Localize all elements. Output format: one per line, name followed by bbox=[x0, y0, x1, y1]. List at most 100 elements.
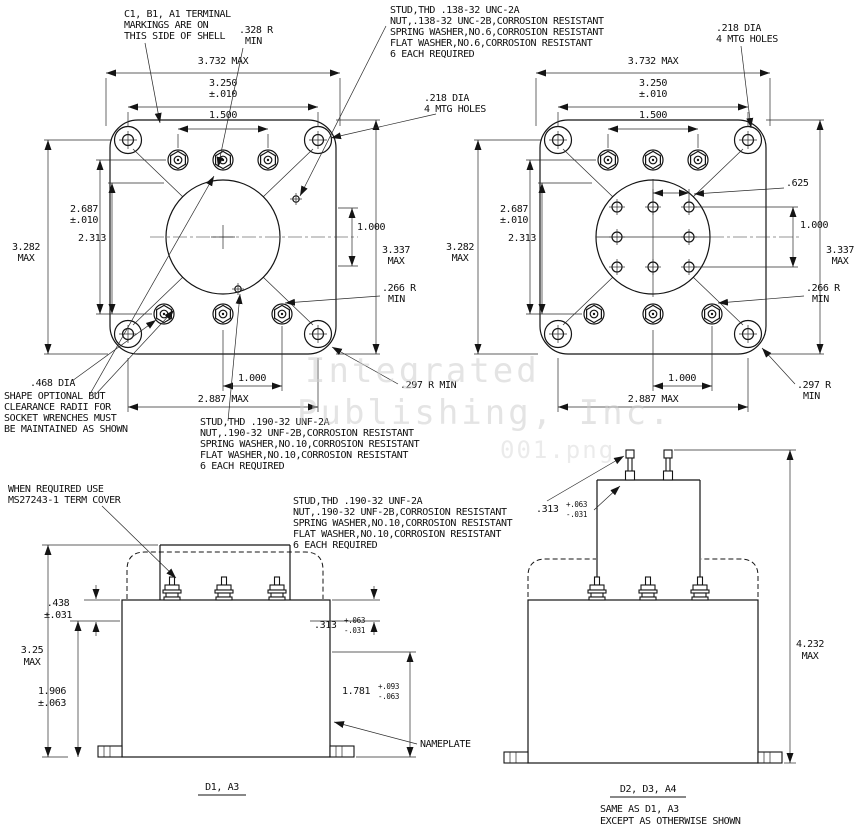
note-cover-line1: WHEN REQUIRED USE bbox=[8, 484, 104, 495]
dim-297r-left: .297 R MIN bbox=[400, 380, 457, 391]
note-stud190a-line5: 6 EACH REQUIRED bbox=[200, 461, 285, 472]
note-stud138-line1: STUD,THD .138-32 UNC-2A bbox=[390, 5, 520, 16]
dims-side-d1: .438 ±.031 3.25 MAX 1.906 ±.063 .313 +.0… bbox=[21, 544, 471, 796]
note-shape-line2: CLEARANCE RADII FOR bbox=[4, 402, 112, 413]
dim-438: .438 bbox=[47, 598, 70, 609]
note-stud138-line2: NUT,.138-32 UNC-2B,CORROSION RESISTANT bbox=[390, 16, 604, 27]
note-mtg-holes-left-line1: .218 DIA bbox=[424, 93, 469, 104]
dim-overall-width-right: 3.732 MAX bbox=[628, 56, 679, 67]
dim-bolt-width-right: 3.250 bbox=[639, 78, 667, 89]
note-stud190a-line1: STUD,THD .190-32 UNF-2A bbox=[200, 417, 330, 428]
note-same-as-line1: SAME AS D1, A3 bbox=[600, 804, 679, 815]
dim-1906-tol: ±.063 bbox=[38, 698, 66, 709]
dim-2887-right: 2.887 MAX bbox=[628, 394, 679, 405]
dim-438-tol: ±.031 bbox=[44, 610, 72, 621]
notes-top: C1, B1, A1 TERMINAL MARKINGS ARE ON THIS… bbox=[124, 5, 779, 197]
view-label-d2: D2, D3, A4 bbox=[620, 784, 677, 795]
note-stud190b-line5: 6 EACH REQUIRED bbox=[293, 540, 378, 551]
dim-313-d1: .313 bbox=[314, 620, 337, 631]
note-stud190a-line3: SPRING WASHER,NO.10,CORROSION RESISTANT bbox=[200, 439, 420, 450]
dim-2887-left: 2.887 MAX bbox=[198, 394, 249, 405]
dim-313-d2-plus: +.063 bbox=[566, 500, 587, 509]
side-view-d2 bbox=[503, 449, 783, 764]
note-stud190-left: STUD,THD .190-32 UNF-2A NUT,.190-32 UNF-… bbox=[200, 293, 420, 472]
dim-313-d1-minus: -.031 bbox=[344, 626, 365, 635]
dim-stud-height-left: 2.313 bbox=[78, 233, 106, 244]
dim-stud-width-right: 1.500 bbox=[639, 110, 667, 121]
dim-1906: 1.906 bbox=[38, 686, 66, 697]
dim-3282-right: 3.282 bbox=[446, 242, 474, 253]
dim-stud-width-left: 1.500 bbox=[209, 110, 237, 121]
note-mtg-holes-left-line2: 4 MTG HOLES bbox=[424, 104, 486, 115]
dim-468dia-left: .468 DIA bbox=[30, 378, 75, 389]
note-stud190b-line1: STUD,THD .190-32 UNF-2A bbox=[293, 496, 423, 507]
dim-266r-min-right: MIN bbox=[812, 294, 829, 305]
watermark-line1: Integrated bbox=[305, 351, 540, 391]
dim-4232-max: MAX bbox=[802, 651, 819, 662]
note-shape-optional: SHAPE OPTIONAL BUT CLEARANCE RADII FOR S… bbox=[4, 175, 215, 435]
dim-overall-width-left: 3.732 MAX bbox=[198, 56, 249, 67]
front-view-left bbox=[110, 120, 358, 354]
dim-3337-max-left: MAX bbox=[388, 256, 405, 267]
front-view-right bbox=[540, 120, 800, 354]
dims-front-left: 3.732 MAX 3.250 ±.010 1.500 2.687 ±.010 … bbox=[12, 56, 457, 412]
dim-3282-left: 3.282 bbox=[12, 242, 40, 253]
note-stud190b-line2: NUT,.190-32 UNF-2B,CORROSION RESISTANT bbox=[293, 507, 507, 518]
dim-1781-minus: -.063 bbox=[378, 692, 399, 701]
dim-bolt-height-right: 2.687 bbox=[500, 204, 528, 215]
note-term-cover: WHEN REQUIRED USE MS27243-1 TERM COVER bbox=[8, 484, 177, 579]
nameplate-callout: NAMEPLATE bbox=[420, 739, 471, 750]
view-label-d1: D1, A3 bbox=[205, 782, 239, 793]
watermark-line3: 001.png bbox=[500, 436, 615, 464]
dim-1000-bottom-left: 1.000 bbox=[238, 373, 266, 384]
dim-3337-max-right: MAX bbox=[832, 256, 849, 267]
note-stud138-line5: 6 EACH REQUIRED bbox=[390, 49, 475, 60]
dim-1781: 1.781 bbox=[342, 686, 370, 697]
dim-297r-right: .297 R bbox=[797, 380, 832, 391]
dim-3337-left: 3.337 bbox=[382, 245, 410, 256]
dim-bolt-width-tol-right: ±.010 bbox=[639, 89, 667, 100]
watermark: Integrated Publishing, Inc. 001.png bbox=[297, 351, 673, 464]
dim-bolt-width-tol-left: ±.010 bbox=[209, 89, 237, 100]
note-stud190b-line4: FLAT WASHER,NO.10,CORROSION RESISTANT bbox=[293, 529, 501, 540]
dim-313-d2-minus: -.031 bbox=[566, 510, 587, 519]
note-shape-line1: SHAPE OPTIONAL BUT bbox=[4, 391, 106, 402]
dim-266r-right: .266 R bbox=[806, 283, 841, 294]
note-terminal-markings-line3: THIS SIDE OF SHELL bbox=[124, 31, 226, 42]
note-328r-line1: .328 R bbox=[239, 25, 274, 36]
note-mtg-holes-right-line1: .218 DIA bbox=[716, 23, 761, 34]
note-mtg-holes-right-line2: 4 MTG HOLES bbox=[716, 34, 778, 45]
dim-313-d2: .313 bbox=[536, 504, 559, 515]
dim-1000-vert-right: 1.000 bbox=[800, 220, 828, 231]
note-terminal-markings-line1: C1, B1, A1 TERMINAL bbox=[124, 9, 231, 20]
note-stud190a-line2: NUT,.190-32 UNF-2B,CORROSION RESISTANT bbox=[200, 428, 414, 439]
note-stud190-right: STUD,THD .190-32 UNF-2A NUT,.190-32 UNF-… bbox=[293, 455, 625, 551]
dim-bolt-height-tol-left: ±.010 bbox=[70, 215, 98, 226]
dim-266r-min-left: MIN bbox=[388, 294, 405, 305]
note-stud138-line3: SPRING WASHER,NO.6,CORROSION RESISTANT bbox=[390, 27, 604, 38]
dim-3337-right: 3.337 bbox=[826, 245, 854, 256]
dim-bolt-height-left: 2.687 bbox=[70, 204, 98, 215]
dim-4232: 4.232 bbox=[796, 639, 824, 650]
side-view-d1 bbox=[97, 544, 355, 758]
dims-side-d2: .313 +.063 -.031 4.232 MAX D2, D3, A4 SA… bbox=[536, 449, 825, 827]
note-328r-line2: MIN bbox=[245, 36, 262, 47]
dim-bolt-height-tol-right: ±.010 bbox=[500, 215, 528, 226]
note-cover-line2: MS27243-1 TERM COVER bbox=[8, 495, 122, 506]
dim-313-d1-plus: +.063 bbox=[344, 616, 365, 625]
dim-1000-bottom-right: 1.000 bbox=[668, 373, 696, 384]
dim-3282-max-right: MAX bbox=[452, 253, 469, 264]
note-stud138-line4: FLAT WASHER,NO.6,CORROSION RESISTANT bbox=[390, 38, 593, 49]
note-same-as-line2: EXCEPT AS OTHERWISE SHOWN bbox=[600, 816, 741, 827]
watermark-line2: Publishing, Inc. bbox=[297, 393, 673, 433]
note-stud190b-line3: SPRING WASHER,NO.10,CORROSION RESISTANT bbox=[293, 518, 513, 529]
note-shape-line4: BE MAINTAINED AS SHOWN bbox=[4, 424, 128, 435]
dim-266r-left: .266 R bbox=[382, 283, 417, 294]
note-terminal-markings-line2: MARKINGS ARE ON bbox=[124, 20, 209, 31]
dim-325: 3.25 bbox=[21, 645, 44, 656]
dim-625-right: .625 bbox=[786, 178, 809, 189]
dim-1781-plus: +.093 bbox=[378, 682, 399, 691]
note-stud190a-line4: FLAT WASHER,NO.10,CORROSION RESISTANT bbox=[200, 450, 408, 461]
